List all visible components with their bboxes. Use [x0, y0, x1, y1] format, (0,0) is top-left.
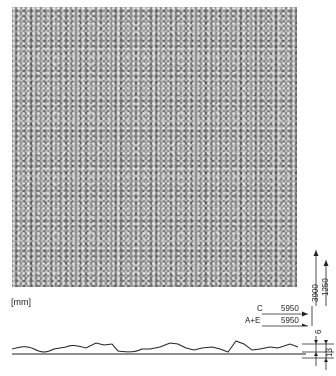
dimension-ae-label: A+E: [245, 316, 261, 325]
dimension-ae-value: 5950: [281, 316, 299, 325]
thickness-markers: [302, 336, 334, 370]
unit-label: [mm]: [11, 297, 31, 307]
thickness-arrowheads: [314, 340, 328, 362]
profile-surface-line: [11, 340, 299, 353]
texture-swatch: [12, 7, 297, 287]
dimension-c-value: 5950: [281, 304, 299, 313]
dimension-lines: [262, 250, 327, 327]
arrowheads: [302, 250, 329, 327]
dimension-c-label: C: [257, 304, 263, 313]
